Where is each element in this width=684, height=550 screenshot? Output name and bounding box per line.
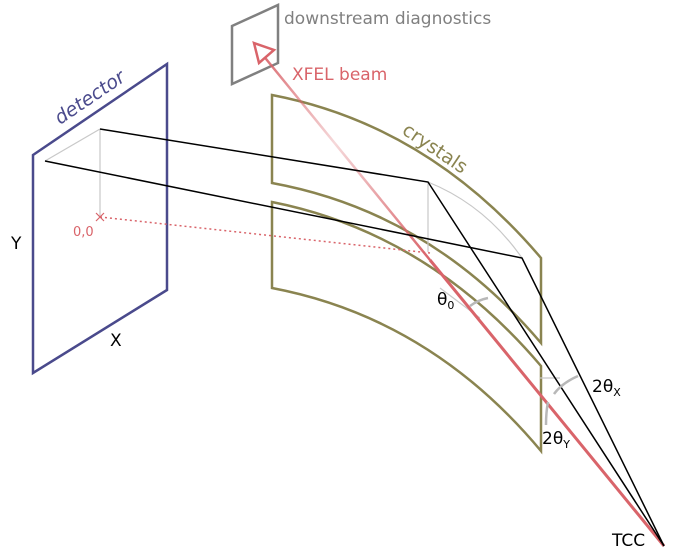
- theta0-arc: [469, 296, 489, 308]
- two-theta-y-label: 2θY: [542, 429, 570, 451]
- origin-marker: [95, 212, 105, 222]
- theta0-main: θ: [437, 290, 447, 310]
- tcc-label: TCC: [611, 531, 645, 550]
- detector-panel: [31, 61, 169, 376]
- two-theta-x-arc: [552, 374, 579, 395]
- two-theta-x-label: 2θX: [592, 377, 621, 399]
- crystal-upper: [270, 93, 543, 347]
- angle-arcs: [469, 296, 579, 426]
- diffraction-rays: [44, 128, 665, 547]
- two-theta-y-sub: Y: [562, 438, 570, 451]
- two-theta-x-main: 2θ: [592, 377, 613, 397]
- axis-y-label: Y: [10, 234, 22, 254]
- beam-label: XFEL beam: [292, 65, 387, 85]
- theta0-label: θ0: [437, 290, 454, 312]
- two-theta-y-main: 2θ: [542, 429, 563, 449]
- crystals-label: crystals: [398, 119, 471, 178]
- xfel-beam-upper: [261, 53, 431, 261]
- crystal-lower: [270, 200, 543, 455]
- downstream-label: downstream diagnostics: [284, 9, 491, 29]
- axis-x-label: X: [110, 331, 122, 351]
- two-theta-y-arc: [544, 401, 550, 426]
- origin-label: 0,0: [73, 225, 94, 240]
- theta0-sub: 0: [447, 299, 454, 312]
- origin-ray: [99, 216, 431, 254]
- detector-guides: [44, 128, 101, 217]
- two-theta-x-sub: X: [613, 386, 621, 399]
- beam-arrowhead: [252, 41, 277, 66]
- diagnostics-screen: [230, 3, 280, 86]
